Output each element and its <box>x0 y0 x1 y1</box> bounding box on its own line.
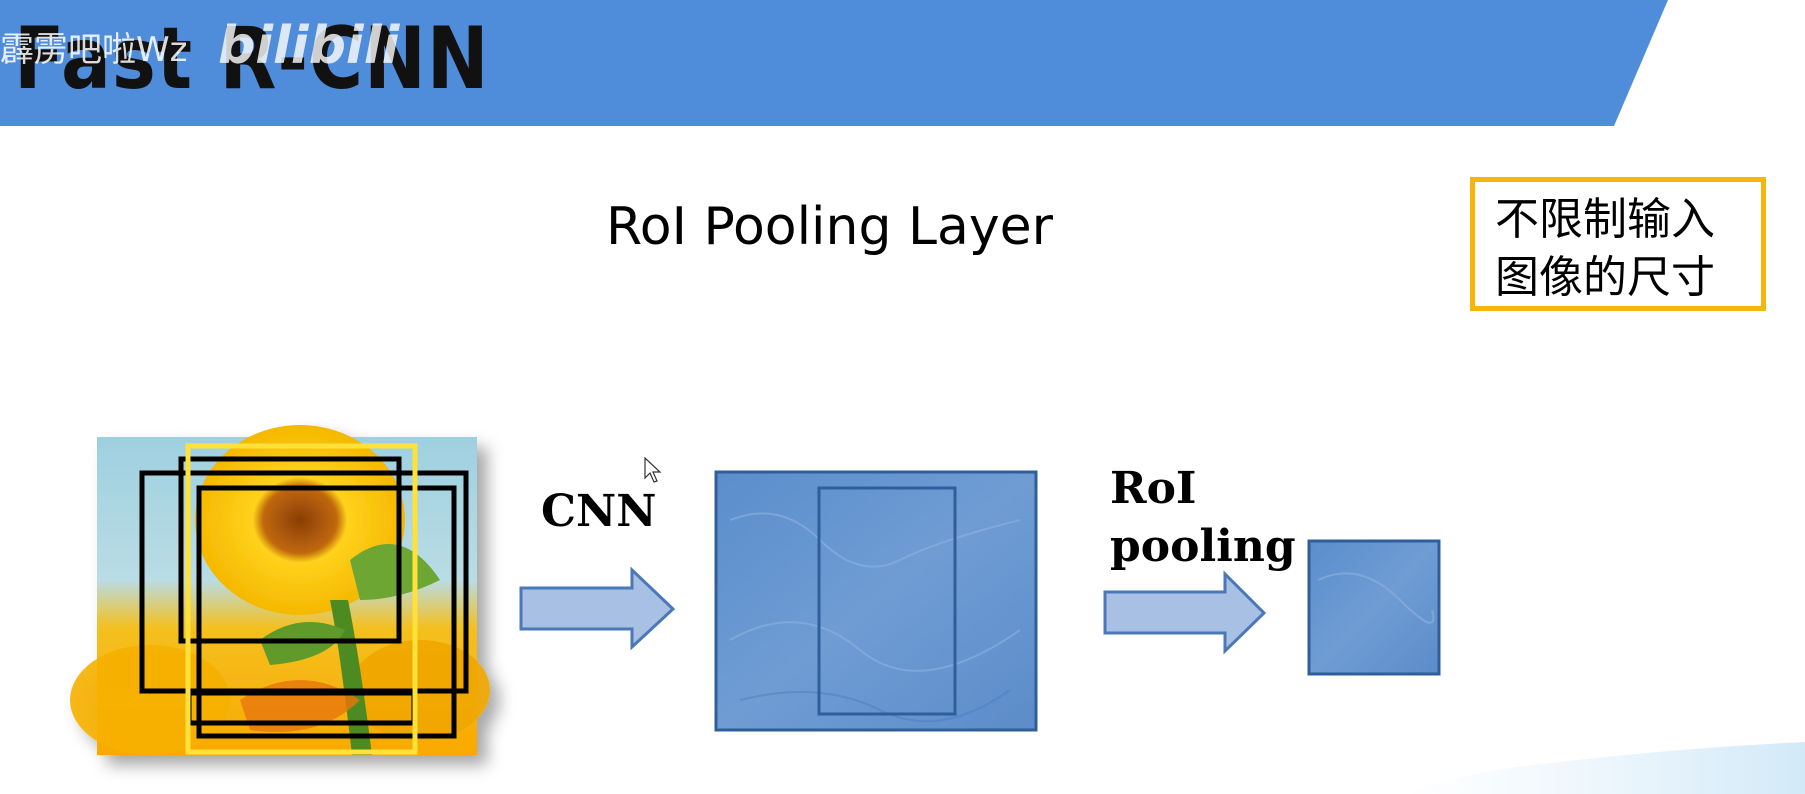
note-line-2: 图像的尺寸 <box>1495 252 1715 303</box>
slide-title: Fast R-CNN <box>14 9 490 109</box>
feature-map <box>714 470 1038 732</box>
roi-projection-box <box>817 486 957 716</box>
pooled-feature <box>1307 539 1441 676</box>
proposal-boxes <box>139 443 469 755</box>
roi-pooling-arrow <box>1103 570 1267 655</box>
cnn-arrow <box>519 566 676 651</box>
watermark-text: 霹雳吧啦Wz <box>0 30 188 70</box>
header-banner <box>0 0 1668 126</box>
mouse-cursor-icon <box>644 456 662 483</box>
proposal-box <box>196 485 457 739</box>
roi-label-line2: pooling <box>1110 521 1296 572</box>
watercolor-decoration <box>1405 742 1805 794</box>
note-line-1: 不限制输入 <box>1495 194 1715 245</box>
proposal-box <box>178 456 402 644</box>
slide-subtitle: RoI Pooling Layer <box>606 197 1053 257</box>
cnn-label: CNN <box>541 486 657 537</box>
banner-shape <box>0 0 1668 126</box>
roi-label-line1: RoI <box>1110 463 1197 514</box>
highlight-proposal-box <box>185 443 418 755</box>
bilibili-logo: bilibili <box>218 16 400 76</box>
note-box: 不限制输入 图像的尺寸 <box>1470 177 1766 311</box>
